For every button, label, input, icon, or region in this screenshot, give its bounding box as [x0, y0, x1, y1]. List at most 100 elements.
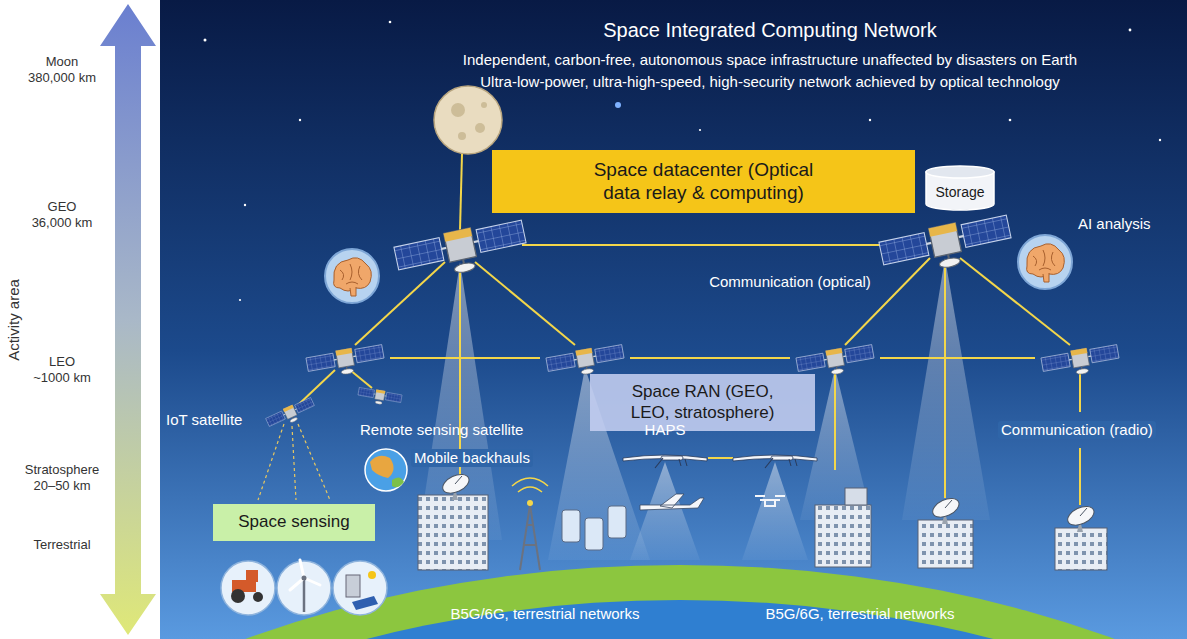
- space-ran-box: Space RAN (GEO, LEO, stratosphere): [590, 374, 815, 431]
- sky-background-part: [244, 204, 246, 206]
- optical-links-part: [880, 357, 1035, 359]
- ground-infrastructure-part: [527, 500, 533, 506]
- satellites-part: [878, 212, 1014, 280]
- text-label: AI analysis: [1078, 215, 1151, 233]
- iot-sensing-links-part: [298, 424, 330, 500]
- sensing-icons-part: [231, 589, 245, 603]
- sky-background-part: [869, 119, 871, 121]
- ground-infrastructure-part: [845, 488, 867, 505]
- remote-sensing-globe-part: [392, 477, 404, 487]
- text-label: Communication (optical): [709, 273, 871, 291]
- ground-infrastructure-part: [755, 496, 785, 506]
- optical-links-part: [475, 262, 575, 345]
- sensing-icons-part: [290, 560, 320, 590]
- sensing-icons-part: [253, 592, 263, 602]
- node-text: Space RAN (GEO, LEO, stratosphere): [625, 382, 780, 423]
- satellites-part: [306, 343, 386, 381]
- text-label: Ultra-low-power, ultra-high-speed, high-…: [480, 73, 1059, 91]
- sky-background: [160, 0, 1187, 639]
- text-label: B5G/6G, terrestrial networks: [450, 605, 639, 623]
- iot-sensing-links-part: [258, 424, 284, 500]
- optical-links-part: [350, 370, 372, 388]
- haps-aircraft-part: [733, 455, 817, 468]
- moon-part: [458, 132, 466, 140]
- sky-background-part: [1159, 139, 1161, 141]
- moon-part: [451, 103, 465, 117]
- ground-infrastructure-part: [585, 518, 603, 550]
- radio-beams: [418, 258, 990, 560]
- radio-beams-part: [742, 462, 808, 560]
- haps-aircraft: [623, 455, 817, 468]
- ground-infrastructure-part: [930, 495, 962, 524]
- optical-links-part: [390, 357, 540, 359]
- ground-infrastructure-part: [520, 505, 540, 570]
- sky-background-part: [699, 129, 701, 131]
- sensing-icons-part: [277, 561, 331, 615]
- text-label: LEO ~1000 km: [32, 354, 92, 385]
- cylinder-top: [926, 166, 994, 178]
- satellites-part: [357, 386, 402, 407]
- satellites-part: [393, 217, 529, 285]
- moon: [434, 86, 502, 154]
- ground-infrastructure-part: [815, 505, 871, 567]
- ai-brain-icons-part: [325, 249, 379, 303]
- sky-background-part: [239, 299, 241, 301]
- text-label: Activity area: [5, 279, 23, 361]
- datacenter-box: Space datacenter (Optical data relay & c…: [492, 150, 915, 213]
- sensing-icons-part: [246, 570, 258, 582]
- haps-aircraft-part: [623, 455, 707, 468]
- remote-sensing-globe-part: [365, 449, 407, 491]
- radio-beams-part: [630, 462, 700, 560]
- sky-background-part: [299, 119, 301, 121]
- ground-infrastructure-part: [1065, 503, 1097, 532]
- remote-sensing-globe-part: [370, 456, 394, 478]
- left-axis-panel: [0, 0, 160, 639]
- earth-part: [0, 600, 1187, 639]
- satellites-part: [265, 396, 317, 431]
- sensing-icons-part: [302, 576, 307, 581]
- sky-background-part: [1129, 29, 1132, 32]
- ground-infrastructure-part: [918, 520, 973, 568]
- ground-infrastructure-part: [608, 506, 626, 538]
- text-label: Independent, carbon-free, autonomous spa…: [463, 51, 1077, 69]
- text-label: GEO 36,000 km: [30, 199, 94, 230]
- optical-links-part: [460, 154, 462, 230]
- node-text: Space datacenter (Optical data relay & c…: [579, 159, 829, 205]
- sensing-icons-part: [221, 561, 275, 615]
- ground-infrastructure-part: [440, 471, 472, 500]
- diagram-title: Space Integrated Computing Network: [603, 19, 937, 42]
- ground-infrastructure: [418, 471, 1107, 570]
- ground-infrastructure-part: [1055, 528, 1107, 570]
- sensing-icons-part: [303, 578, 306, 612]
- optical-links-part: [1079, 448, 1081, 505]
- left-axis-panel-part: [100, 4, 156, 635]
- satellites-part: [1041, 343, 1121, 381]
- left-axis-panel-part: [0, 0, 160, 639]
- radio-beams-part: [902, 258, 990, 520]
- iot-sensing-links-part: [292, 426, 296, 500]
- text-label: Mobile backhauls: [411, 449, 533, 467]
- moon-part: [475, 123, 485, 133]
- space-sensing-box: Space sensing: [213, 504, 375, 541]
- sky-background-part: [389, 21, 392, 24]
- sensing-icons: [221, 560, 387, 615]
- satellites: [265, 212, 1120, 432]
- optical-links-part: [944, 265, 946, 498]
- earth: [0, 565, 1187, 639]
- optical-links-part: [630, 357, 790, 359]
- ground-infrastructure-part: [640, 494, 704, 510]
- sensing-icons-part: [333, 561, 387, 615]
- text-label: Moon 380,000 km: [26, 54, 98, 85]
- sensing-icons-part: [346, 575, 360, 597]
- ai-brain-icons: [325, 235, 1072, 303]
- text-label: IoT satellite: [166, 411, 242, 429]
- ground-infrastructure-part: [512, 478, 548, 492]
- node-text: Space sensing: [238, 512, 350, 532]
- optical-links-part: [708, 457, 733, 459]
- text-label: HAPS: [645, 421, 686, 439]
- storage-cylinder: Storage: [925, 166, 995, 210]
- moon-part: [434, 86, 502, 154]
